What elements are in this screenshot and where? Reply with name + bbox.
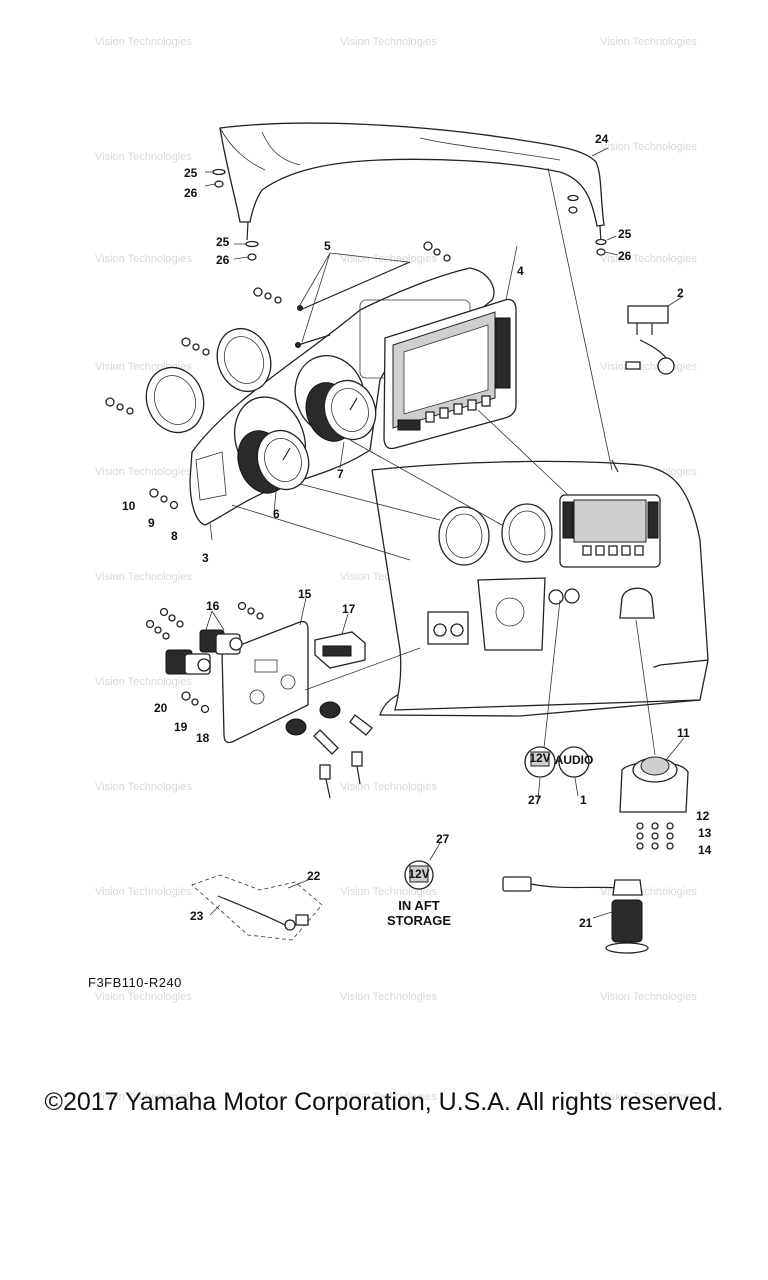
copyright-notice: ©2017 Yamaha Motor Corporation, U.S.A. A… [44,1088,724,1116]
callout-18: 18 [196,731,210,745]
watermark: Vision Technologies [95,886,192,898]
watermark: Vision Technologies [95,36,192,48]
watermark: Vision Technologies [600,991,697,1003]
callout-22: 22 [307,869,321,883]
visor-cover-24 [219,122,605,245]
watermark: Vision Technologies [95,1091,192,1103]
watermark: Vision Technologies [95,991,192,1003]
aft-storage-socket-27: 12V IN AFT STORAGE [387,860,451,928]
callout-1: 1 [580,793,587,807]
watermark: Vision Technologies [600,36,697,48]
leader-lines [205,147,685,919]
transducer-21 [502,876,649,954]
switch-panel-15 [221,620,309,744]
watermark: Vision Technologies [95,571,192,583]
callout-6: 6 [273,507,280,521]
watermark: Vision Technologies [340,781,437,793]
watermark: Vision Technologies [95,151,192,163]
callout-25: 25 [184,166,198,180]
callout-23: 23 [190,909,204,923]
callout-27: 27 [528,793,542,807]
watermark: Vision Technologies [600,361,697,373]
callout-2: 2 [677,286,684,300]
callout-13: 13 [698,826,712,840]
gauge-7 [305,379,377,442]
callout-7: 7 [337,467,344,481]
watermark: Vision Technologies [95,466,192,478]
callout-27: 27 [436,832,450,846]
callout-9: 9 [148,516,155,530]
callout-17: 17 [342,602,356,616]
gauge-6 [237,429,310,494]
switches-16 [165,629,243,675]
callout-19: 19 [174,720,188,734]
switch-fasteners [145,601,264,714]
callout-4: 4 [517,264,524,278]
callout-3: 3 [202,551,209,565]
watermark: Vision Technologies [340,253,437,265]
ignition-keys [285,701,373,799]
watermark: Vision Technologies [600,1091,697,1103]
callout-20: 20 [154,701,168,715]
callout-21: 21 [579,916,593,930]
trim-rings [145,327,272,434]
watermark: Vision Technologies [340,36,437,48]
display-screen-4 [383,298,517,450]
socket-text: 12V [529,751,550,765]
callout-10: 10 [122,499,136,513]
callout-12: 12 [696,809,710,823]
aft-storage-note-line-1: IN AFT [398,898,439,913]
part-callouts: 1 2 3 4 5 6 7 8 9 10 11 12 13 14 15 16 1… [122,132,712,930]
watermark: Vision Technologies [95,781,192,793]
watermark: Vision Technologies [340,991,437,1003]
fasteners-top [204,168,619,261]
watermark: Vision Technologies [95,253,192,265]
watermark: Vision Technologies [95,676,192,688]
watermark: Vision Technologies [340,1091,437,1103]
screws-5 [295,252,411,348]
switch-17 [314,631,366,669]
watermark: Vision Technologies [600,141,697,153]
watermark: Vision Technologies [600,253,697,265]
socket-and-audio-button: 12V AUDIO [524,746,594,778]
aft-storage-note-line-2: STORAGE [387,913,451,928]
callout-24: 24 [595,132,609,146]
relay-2 [625,305,675,375]
callout-26: 26 [216,253,230,267]
callout-16: 16 [206,599,220,613]
watermark: Vision Technologies [340,886,437,898]
callout-14: 14 [698,843,712,857]
socket-text: 12V [408,867,429,881]
callout-11: 11 [677,726,690,740]
dashboard-console [371,459,709,717]
callout-15: 15 [298,587,312,601]
callout-26: 26 [618,249,632,263]
harness-kit-22 [191,874,323,941]
callout-25: 25 [618,227,632,241]
callout-25: 25 [216,235,230,249]
throttle-control-11 [619,756,689,850]
callout-5: 5 [324,239,331,253]
bezel-fasteners [105,241,451,510]
callout-8: 8 [171,529,178,543]
diagram-code: F3FB110-R240 [88,975,182,990]
callout-26: 26 [184,186,198,200]
audio-button-text: AUDIO [555,753,594,767]
